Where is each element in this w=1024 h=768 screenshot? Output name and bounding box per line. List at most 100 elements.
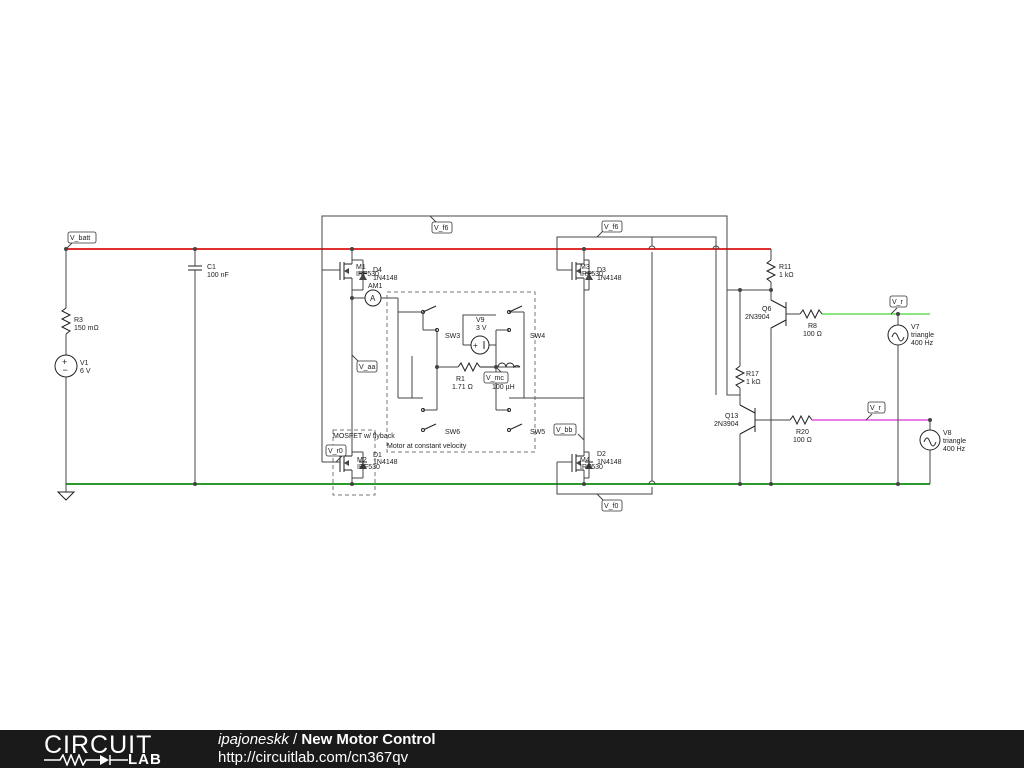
net-label-v-r-bottom[interactable]: V_r bbox=[865, 401, 886, 421]
r1-value: 1.71 Ω bbox=[452, 384, 473, 391]
v8-value1: triangle bbox=[943, 438, 966, 445]
q6-name: Q6 bbox=[762, 306, 771, 313]
diode-d1 bbox=[352, 451, 367, 479]
switch-sw4[interactable] bbox=[496, 305, 523, 332]
svg-text:+: + bbox=[473, 341, 478, 350]
mosfet-box-label: MOSFET w/ flyback bbox=[333, 433, 395, 440]
circuit-name: New Motor Control bbox=[301, 731, 436, 748]
r3-value: 150 mΩ bbox=[74, 325, 99, 332]
sw6-name: SW6 bbox=[445, 429, 460, 436]
title-separator: / bbox=[288, 731, 302, 748]
r11-value: 1 kΩ bbox=[779, 272, 794, 279]
svg-text:V_r: V_r bbox=[870, 405, 882, 412]
ammeter-am1: A bbox=[352, 289, 398, 307]
d3-value: 1N4148 bbox=[597, 275, 622, 282]
m3-name: M3 bbox=[580, 264, 590, 271]
m4-value: IRF530 bbox=[580, 464, 603, 471]
q13-name: Q13 bbox=[725, 413, 738, 420]
v9-value: 3 V bbox=[476, 325, 487, 332]
logo-text-circuit: CIRCUIT bbox=[44, 731, 153, 759]
svg-text:V_f6: V_f6 bbox=[604, 224, 619, 231]
switch-sw5[interactable] bbox=[496, 408, 523, 432]
m4-name: M4 bbox=[580, 457, 590, 464]
inductor-l1 bbox=[480, 362, 521, 369]
mosfet-m4 bbox=[557, 450, 585, 484]
svg-text:+: + bbox=[62, 357, 67, 367]
motor-internal-wiring bbox=[397, 298, 525, 410]
v7-name: V7 bbox=[911, 324, 920, 331]
c1-name: C1 bbox=[207, 264, 216, 271]
diode-d3 bbox=[584, 259, 593, 291]
r11-name: R11 bbox=[779, 264, 791, 271]
m1-value: IRF530 bbox=[356, 271, 379, 278]
mosfet-flyback-box bbox=[332, 429, 376, 496]
d4-name: D4 bbox=[373, 267, 382, 274]
net-label-v-f0[interactable]: V_f0 bbox=[596, 493, 623, 512]
gate-loop-v-f6-right bbox=[556, 236, 720, 485]
logo-text-lab: LAB bbox=[128, 751, 162, 768]
c1-value: 100 nF bbox=[207, 272, 229, 279]
r17-value: 1 kΩ bbox=[746, 379, 761, 386]
v7-value1: triangle bbox=[911, 332, 934, 339]
driver-wiring bbox=[734, 249, 823, 484]
r8-name: R8 bbox=[808, 323, 817, 330]
am1-name: AM1 bbox=[368, 283, 383, 290]
capacitor-c1 bbox=[188, 249, 202, 484]
svg-text:V_r0: V_r0 bbox=[328, 448, 343, 455]
logo-resistor-diode-icon bbox=[44, 754, 128, 766]
net-label-v-f6-right[interactable]: V_f6 bbox=[596, 220, 623, 238]
r3-name: R3 bbox=[74, 317, 83, 324]
net-label-v-mc[interactable]: V_mc bbox=[483, 366, 509, 384]
d2-value: 1N4148 bbox=[597, 459, 622, 466]
net-label-v-bb[interactable]: V_bb bbox=[553, 423, 585, 441]
gate-loop-v-f6 bbox=[321, 215, 740, 396]
d3-name: D3 bbox=[597, 267, 606, 274]
voltage-source-v9: + bbox=[470, 335, 490, 355]
d4-value: 1N4148 bbox=[373, 275, 398, 282]
v1-value: 6 V bbox=[80, 368, 91, 375]
circuit-title: ipajoneskk / New Motor Control bbox=[218, 731, 436, 748]
net-label-v-batt[interactable]: V_batt bbox=[65, 231, 97, 250]
sw5-name: SW5 bbox=[530, 429, 545, 436]
net-label-v-r0[interactable]: V_r0 bbox=[325, 444, 347, 463]
resistor-r1 bbox=[457, 361, 481, 373]
d1-value: 1N4148 bbox=[373, 459, 398, 466]
r8-value: 100 Ω bbox=[803, 331, 822, 338]
voltage-source-v8 bbox=[919, 420, 941, 484]
svg-text:A: A bbox=[370, 294, 376, 303]
diode-d4 bbox=[352, 259, 367, 291]
motor-box-label: Motor at constant velocity bbox=[387, 443, 467, 450]
gate-loop-v-f0 bbox=[556, 462, 653, 495]
v8-value2: 400 Hz bbox=[943, 446, 966, 453]
sw3-name: SW3 bbox=[445, 333, 460, 340]
net-label-v-r-top[interactable]: V_r bbox=[889, 295, 908, 315]
junction-dots bbox=[64, 247, 932, 486]
v7-value2: 400 Hz bbox=[911, 340, 934, 347]
switch-sw3[interactable] bbox=[421, 305, 439, 332]
svg-text:V_f0: V_f0 bbox=[604, 503, 619, 510]
m2-name: M2 bbox=[357, 457, 367, 464]
diode-d2 bbox=[584, 451, 593, 479]
r20-name: R20 bbox=[796, 429, 809, 436]
v9-name: V9 bbox=[476, 317, 485, 324]
q6-value: 2N3904 bbox=[745, 314, 770, 321]
switch-sw6[interactable] bbox=[421, 408, 438, 432]
mosfet-m3 bbox=[557, 249, 585, 450]
battery-branch: + − bbox=[54, 249, 78, 501]
author-link[interactable]: ipajoneskk bbox=[218, 731, 289, 748]
net-label-v-f6-top[interactable]: V_f6 bbox=[429, 215, 453, 234]
r20-value: 100 Ω bbox=[793, 437, 812, 444]
circuitlab-logo[interactable]: CIRCUIT LAB bbox=[44, 731, 176, 768]
v1-name: V1 bbox=[80, 360, 89, 367]
sw4-name: SW4 bbox=[530, 333, 545, 340]
q13-value: 2N3904 bbox=[714, 421, 739, 428]
net-label-v-aa[interactable]: V_aa bbox=[351, 354, 378, 373]
d2-name: D2 bbox=[597, 451, 606, 458]
v8-name: V8 bbox=[943, 430, 952, 437]
svg-text:−: − bbox=[63, 365, 68, 375]
circuit-url[interactable]: http://circuitlab.com/cn367qv bbox=[218, 749, 409, 766]
mosfet-m1 bbox=[330, 249, 353, 298]
schematic-canvas[interactable]: + − R3 150 mΩ V1 6 V V_batt C1 100 nF V_… bbox=[0, 0, 1024, 730]
svg-text:V_r: V_r bbox=[892, 299, 904, 306]
m1-name: M1 bbox=[356, 264, 366, 271]
